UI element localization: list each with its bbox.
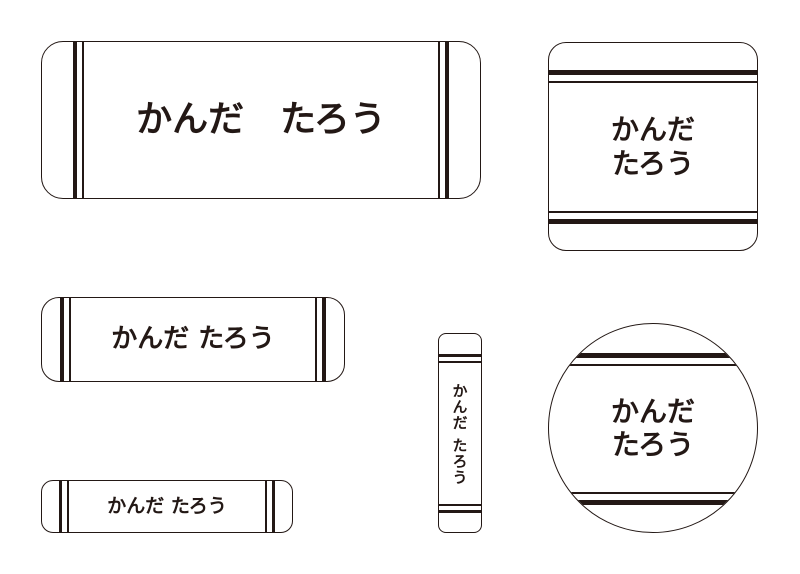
stripe-bottom-inner <box>439 504 481 506</box>
stripe-bottom-outer <box>549 500 757 505</box>
name-label-large: かんだ たろう <box>41 41 481 199</box>
name-label-vertical: かんだ たろう <box>438 333 482 533</box>
stripe-top-outer <box>439 354 481 357</box>
stripe-left-outer <box>59 481 62 532</box>
name-text: かんだ たろう <box>107 495 227 518</box>
stripe-left-inner <box>69 298 71 381</box>
stripe-top-inner <box>549 81 757 83</box>
stripe-left-outer <box>60 298 64 381</box>
name-text: かんだ たろう <box>111 324 275 355</box>
stripe-top-inner <box>549 364 757 366</box>
name-text: かんだ たろう <box>610 113 695 180</box>
stripe-top-inner <box>439 361 481 363</box>
name-text: かんだ たろう <box>610 394 695 461</box>
stripe-right-inner <box>315 298 317 381</box>
stripe-bottom-outer <box>549 219 757 224</box>
stripe-bottom-outer <box>439 510 481 513</box>
stripe-bottom-inner <box>549 492 757 494</box>
stripe-right-outer <box>272 481 275 532</box>
stripe-right-outer <box>322 298 326 381</box>
name-label-square: かんだ たろう <box>548 42 758 251</box>
stripe-left-outer <box>73 42 77 198</box>
name-text: かんだ たろう <box>136 98 386 140</box>
stripe-right-outer <box>445 42 449 198</box>
stripe-left-inner <box>82 42 84 198</box>
stripe-right-inner <box>265 481 267 532</box>
stripe-left-inner <box>67 481 69 532</box>
stripe-top-outer <box>549 353 757 358</box>
stripe-top-outer <box>549 70 757 75</box>
name-label-circle: かんだ たろう <box>548 323 758 533</box>
name-label-small: かんだ たろう <box>41 480 293 533</box>
stripe-bottom-inner <box>549 211 757 213</box>
name-text: かんだ たろう <box>450 382 469 486</box>
stripe-right-inner <box>438 42 440 198</box>
name-label-medium: かんだ たろう <box>41 297 345 382</box>
